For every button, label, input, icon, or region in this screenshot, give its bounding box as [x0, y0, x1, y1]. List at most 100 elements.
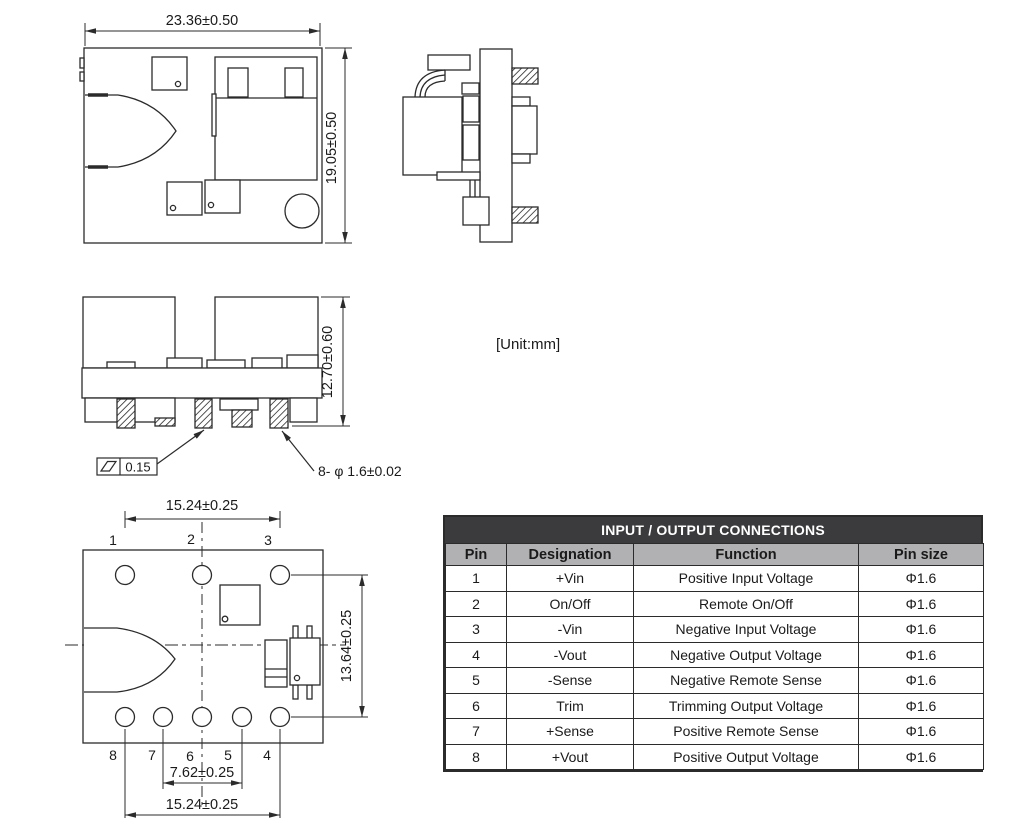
pin-hole-7 [152, 706, 174, 728]
table-cell: Negative Input Voltage [633, 616, 859, 643]
column-header-designation: Designation [506, 543, 634, 566]
top-view-width-dimension: 23.36±0.50 [166, 13, 238, 29]
table-cell: +Vin [506, 565, 634, 592]
pin-section [154, 417, 176, 427]
front-view-dimensions [292, 296, 350, 427]
table-cell: Positive Output Voltage [633, 743, 859, 770]
side-view-body [402, 48, 539, 243]
pin-callout-leader [281, 430, 315, 472]
pin-section [511, 206, 539, 224]
table-cell: 5 [445, 667, 507, 694]
component-block [82, 296, 176, 369]
pin-label-2: 2 [187, 531, 195, 547]
table-cell: Φ1.6 [858, 565, 984, 592]
transformer-outline [84, 627, 176, 693]
top-view-drawing: 23.36±0.50 19.05±0.50 [79, 13, 352, 244]
table-cell: 4 [445, 641, 507, 668]
table-cell: 1 [445, 565, 507, 592]
table-cell: Φ1.6 [858, 616, 984, 643]
table-cell: 6 [445, 692, 507, 719]
table-title: INPUT / OUTPUT CONNECTIONS [445, 517, 981, 543]
pin-label-1: 1 [109, 532, 117, 548]
pin-hole-2 [191, 564, 213, 586]
table-cell: Φ1.6 [858, 692, 984, 719]
table-cell: Positive Remote Sense [633, 718, 859, 745]
pin-section [194, 398, 213, 429]
pin-label-8: 8 [109, 747, 117, 763]
pin-section [116, 398, 136, 429]
table-cell: +Sense [506, 718, 634, 745]
transformer-outline [85, 94, 177, 168]
table-cell: -Vin [506, 616, 634, 643]
table-cell: On/Off [506, 590, 634, 617]
table-cell: Trimming Output Voltage [633, 692, 859, 719]
table-cell: 8 [445, 743, 507, 770]
table-cell: Φ1.6 [858, 743, 984, 770]
table-cell: Φ1.6 [858, 590, 984, 617]
pin-numbers: 1 2 3 8 7 6 5 4 [109, 531, 272, 764]
column-header-pin-size: Pin size [858, 543, 984, 566]
component-square [219, 584, 261, 626]
pin-section [511, 67, 539, 85]
wire-loop [414, 69, 446, 98]
bottom-view-dimension-lines [124, 511, 368, 818]
table-cell: Negative Remote Sense [633, 667, 859, 694]
table-cell: -Sense [506, 667, 634, 694]
bottom-view-components [84, 564, 321, 728]
flatness-value: 0.15 [125, 460, 150, 475]
component-square [151, 56, 188, 91]
flatness-callout [96, 429, 205, 476]
front-view-height-dimension: 12.70±0.60 [320, 326, 336, 398]
bottom-view-right-dimension: 13.64±0.25 [339, 610, 355, 682]
front-view-body [81, 296, 323, 429]
pin-label-5: 5 [224, 747, 232, 763]
unit-label: [Unit:mm] [496, 336, 561, 353]
table-cell: Positive Input Voltage [633, 565, 859, 592]
top-view-dimensions [84, 23, 352, 244]
table-cell: Remote On/Off [633, 590, 859, 617]
pin-label-4: 4 [263, 747, 271, 763]
pin-hole-3 [269, 564, 291, 586]
table-cell: -Vout [506, 641, 634, 668]
pin-label-3: 3 [264, 532, 272, 548]
table-cell: 3 [445, 616, 507, 643]
component-block [402, 96, 463, 176]
table-cell: 2 [445, 590, 507, 617]
pin-diameter-callout: 8- φ 1.6±0.02 [318, 463, 402, 479]
top-view-body [79, 47, 323, 244]
pin-hole-4 [269, 706, 291, 728]
table-cell: Φ1.6 [858, 641, 984, 668]
pin-section [269, 398, 289, 429]
front-view-drawing: 12.70±0.60 0.15 8- φ 1.6±0.02 [81, 296, 402, 479]
table-cell: Negative Output Voltage [633, 641, 859, 668]
component-round [284, 193, 320, 229]
table-cell: Trim [506, 692, 634, 719]
board-strip [81, 367, 323, 399]
component-block [264, 639, 288, 688]
table-cell: Φ1.6 [858, 718, 984, 745]
pin-hole-8 [114, 706, 136, 728]
side-view-drawing [402, 48, 539, 243]
bottom-view-bottom-dimension: 15.24±0.25 [166, 797, 238, 813]
pin-hole-5 [231, 706, 253, 728]
table-cell: Φ1.6 [858, 667, 984, 694]
pin-label-6: 6 [186, 748, 194, 764]
table-cell: 7 [445, 718, 507, 745]
column-header-pin: Pin [445, 543, 507, 566]
bottom-view-drawing: 15.24±0.25 13.64±0.25 7.62±0.25 15.24±0.… [65, 498, 368, 818]
top-view-height-dimension: 19.05±0.50 [324, 112, 340, 184]
pin-hole-1 [114, 564, 136, 586]
table-cell: +Vout [506, 743, 634, 770]
flatness-symbol-icon [99, 460, 118, 472]
pin-hole-6 [191, 706, 213, 728]
column-header-function: Function [633, 543, 859, 566]
